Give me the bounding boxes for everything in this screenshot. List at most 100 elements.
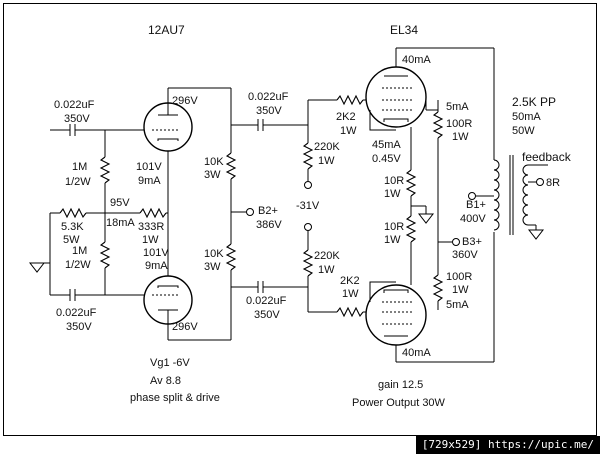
label-bot-ma: 9mA bbox=[145, 260, 168, 272]
watermark-bar: [729x529] https://upic.me/ bbox=[415, 436, 600, 454]
label-cin: 0.022uF bbox=[54, 99, 95, 111]
bias-terminal-top bbox=[304, 181, 312, 189]
label-b1-v: 400V bbox=[460, 213, 486, 225]
note-power: Power Output 30W bbox=[352, 397, 446, 409]
resistor-220k-top bbox=[302, 142, 314, 170]
label-opt-z: 2.5K PP bbox=[512, 95, 556, 109]
note-av: Av 8.8 bbox=[150, 375, 181, 387]
resistor-100r-bottom bbox=[432, 274, 444, 302]
b1-terminal bbox=[468, 192, 476, 200]
label-10k-bot: 10K bbox=[204, 248, 224, 260]
label-95v: 95V bbox=[110, 197, 130, 209]
label-220k-bot-w: 1W bbox=[318, 264, 335, 276]
label-2k2-bot: 2K2 bbox=[340, 275, 360, 287]
bias-terminal-bottom bbox=[304, 223, 312, 231]
label-cin2-v: 350V bbox=[66, 321, 92, 333]
resistor-10k-bottom bbox=[225, 243, 237, 271]
label-b3: B3+ bbox=[462, 236, 482, 248]
tube-cathode bbox=[383, 118, 409, 122]
label-opt-ma: 50mA bbox=[512, 111, 541, 123]
label-b1: B1+ bbox=[466, 199, 486, 211]
label-10k-top: 10K bbox=[204, 156, 224, 168]
label-plate-top-v: 296V bbox=[172, 95, 198, 107]
label-top-v: 101V bbox=[136, 161, 162, 173]
label-r1m-bot-w: 1/2W bbox=[65, 259, 91, 271]
label-opt-w: 50W bbox=[512, 125, 535, 137]
label-5k3: 5.3K bbox=[61, 221, 84, 233]
label-plate-bot-v: 296V bbox=[172, 321, 198, 333]
resistor-10r-top bbox=[405, 169, 417, 197]
label-b3-v: 360V bbox=[452, 249, 478, 261]
label-ccp-bot: 0.022uF bbox=[246, 295, 287, 307]
note-vg1: Vg1 -6V bbox=[150, 357, 190, 369]
label-cin-v: 350V bbox=[64, 113, 90, 125]
resistor-333r bbox=[139, 207, 167, 219]
tube-cathode bbox=[157, 285, 179, 288]
label-10r-bot: 10R bbox=[384, 221, 404, 233]
speaker-terminal bbox=[536, 178, 544, 186]
label-2k2-bot-w: 1W bbox=[342, 288, 359, 300]
label-10k-top-w: 3W bbox=[204, 169, 221, 181]
label-el-bot-ma: 40mA bbox=[402, 347, 431, 359]
ground-symbol bbox=[28, 262, 46, 273]
label-2k2-top-w: 1W bbox=[340, 125, 357, 137]
label-el34: EL34 bbox=[390, 23, 418, 37]
label-2k2-top: 2K2 bbox=[336, 111, 356, 123]
label-b2: B2+ bbox=[258, 205, 278, 217]
label-ccp-bot-v: 350V bbox=[254, 309, 280, 321]
resistor-10k-top bbox=[225, 152, 237, 180]
schematic-border bbox=[3, 3, 597, 436]
label-speaker: 8R bbox=[546, 177, 560, 189]
label-12au7: 12AU7 bbox=[148, 23, 185, 37]
label-333r: 333R bbox=[138, 221, 164, 233]
note-phase: phase split & drive bbox=[130, 392, 220, 404]
tube-cathode bbox=[383, 289, 409, 293]
label-ccp-top: 0.022uF bbox=[248, 91, 289, 103]
label-18ma: 18mA bbox=[106, 217, 135, 229]
wire bbox=[369, 110, 396, 131]
label-100r-top: 100R bbox=[446, 118, 472, 130]
resistor-2k2-bottom bbox=[336, 306, 364, 318]
label-el-top-ma: 40mA bbox=[402, 54, 431, 66]
tube-cathode bbox=[157, 138, 179, 141]
resistor-2k2-top bbox=[336, 94, 364, 106]
label-bot-v: 101V bbox=[143, 247, 169, 259]
label-r1m-top: 1M bbox=[72, 161, 87, 173]
label-b2-v: 386V bbox=[256, 219, 282, 231]
opt-secondary bbox=[522, 164, 529, 226]
resistor-1m-top bbox=[99, 156, 111, 184]
label-220k-top: 220K bbox=[314, 141, 340, 153]
label-220k-bot: 220K bbox=[314, 250, 340, 262]
ground-symbol bbox=[527, 229, 545, 240]
resistor-1m-bottom bbox=[99, 241, 111, 269]
ground-symbol bbox=[417, 213, 435, 224]
label-screen-bot-ma: 5mA bbox=[446, 299, 469, 311]
label-bias: -31V bbox=[296, 200, 320, 212]
label-ccp-top-v: 350V bbox=[256, 105, 282, 117]
label-r1m-bot: 1M bbox=[72, 245, 87, 257]
label-cath-ma: 45mA bbox=[372, 139, 401, 151]
resistor-10r-bottom bbox=[405, 215, 417, 243]
label-r1m-top-w: 1/2W bbox=[65, 176, 91, 188]
label-100r-bot: 100R bbox=[446, 271, 472, 283]
opt-primary bbox=[493, 159, 500, 231]
wire bbox=[369, 281, 396, 302]
label-10r-top-w: 1W bbox=[384, 188, 401, 200]
b2-terminal bbox=[246, 208, 254, 216]
resistor-220k-bottom bbox=[302, 249, 314, 277]
label-10k-bot-w: 3W bbox=[204, 261, 221, 273]
label-top-ma: 9mA bbox=[138, 175, 161, 187]
label-10r-bot-w: 1W bbox=[384, 234, 401, 246]
label-100r-top-w: 1W bbox=[452, 131, 469, 143]
note-gain: gain 12.5 bbox=[378, 379, 423, 391]
resistor-5k3 bbox=[59, 207, 87, 219]
b3-terminal bbox=[452, 238, 460, 246]
label-screen-top-ma: 5mA bbox=[446, 101, 469, 113]
label-cin2: 0.022uF bbox=[56, 307, 97, 319]
label-feedback: feedback bbox=[522, 150, 572, 164]
label-333r-w: 1W bbox=[142, 234, 159, 246]
label-220k-top-w: 1W bbox=[318, 155, 335, 167]
label-100r-bot-w: 1W bbox=[452, 284, 469, 296]
